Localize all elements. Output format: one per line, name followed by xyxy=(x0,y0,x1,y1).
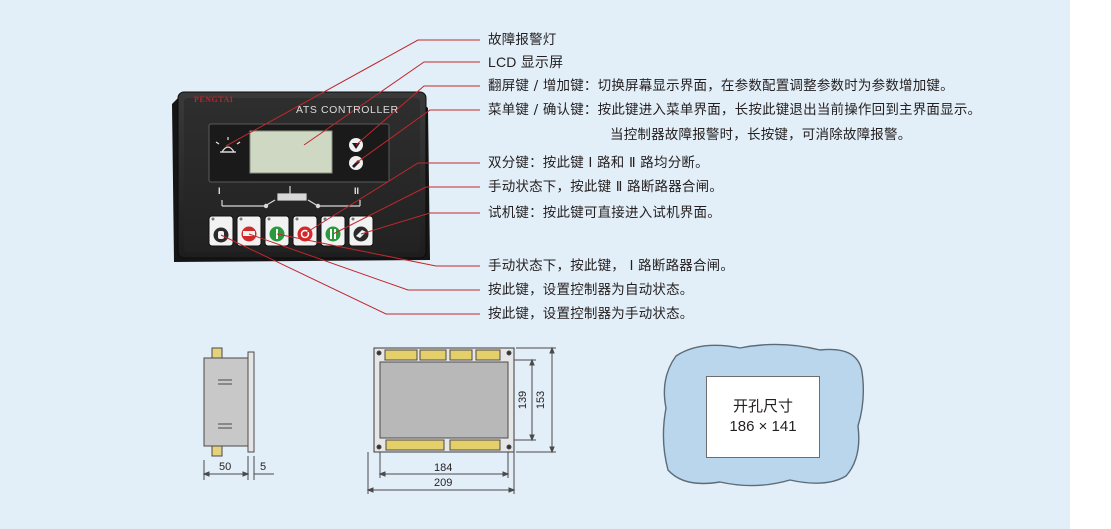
open-both-key[interactable] xyxy=(297,226,313,242)
dim-width-inner: 184 xyxy=(434,462,453,474)
cutout-label: 开孔尺寸 xyxy=(732,398,793,415)
diagram-background xyxy=(0,0,1070,529)
annotation-test-key: 试机键：按此键可直接进入试机界面。 xyxy=(488,205,721,221)
cutout-size: 186 × 141 xyxy=(729,418,797,435)
controller-label-two: II xyxy=(354,186,360,196)
controller-label-one: I xyxy=(218,186,221,196)
transfer-schematic xyxy=(221,186,361,209)
dim-side-depth: 50 xyxy=(219,461,232,473)
leader-close-two xyxy=(332,186,480,235)
leader-open-both xyxy=(303,162,480,235)
controller-brand: PENGTAI xyxy=(194,95,234,104)
leader-page-key xyxy=(355,85,480,146)
alarm-lamp-icon xyxy=(215,137,241,153)
annotation-manual: 按此键，设置控制器为手动状态。 xyxy=(488,306,694,322)
side-view-drawing xyxy=(202,347,274,480)
controller-front-panel xyxy=(172,91,430,262)
annotation-open-both: 双分键：按此键 Ⅰ 路和 Ⅱ 路均分断。 xyxy=(488,155,709,171)
annotation-page-key: 翻屏键 / 增加键：切换屏幕显示界面，在参数配置调整参数时为参数增加键。 xyxy=(488,78,954,94)
leader-alarm-lamp xyxy=(225,39,480,147)
auto-icon xyxy=(243,231,255,236)
back-view-drawing xyxy=(366,346,556,494)
roman-two-icon xyxy=(330,229,332,239)
annotation-lcd: LCD 显示屏 xyxy=(488,54,564,70)
leader-lines xyxy=(220,39,480,315)
annotation-alarm-lamp: 故障报警灯 xyxy=(488,32,557,48)
circle-o-icon xyxy=(300,229,310,239)
dim-height-outer: 153 xyxy=(535,390,548,410)
cutout-box: 开孔尺寸 186 × 141 xyxy=(706,376,820,458)
dim-height-inner: 139 xyxy=(517,390,530,410)
annotation-alarm-reset: 当控制器故障报警时，长按键，可消除故障报警。 xyxy=(610,127,912,143)
controller-title: ATS CONTROLLER xyxy=(296,104,399,116)
leader-test-key xyxy=(360,212,480,235)
annotation-auto: 按此键，设置控制器为自动状态。 xyxy=(488,282,694,298)
leader-auto xyxy=(248,233,480,291)
down-arrow-icon xyxy=(352,143,360,149)
leader-manual xyxy=(220,234,480,315)
annotation-menu-key: 菜单键 / 确认键：按此键进入菜单界面，长按此键退出当前操作回到主界面显示。 xyxy=(488,102,982,118)
annotation-close-two: 手动状态下，按此键 Ⅱ 路断路器合闸。 xyxy=(488,179,724,195)
leader-lcd xyxy=(303,61,480,146)
leader-close-one xyxy=(276,233,480,267)
leader-menu-key xyxy=(355,109,480,164)
lcd-screen xyxy=(249,130,333,174)
dim-width-outer: 209 xyxy=(434,477,453,489)
dim-side-panel: 5 xyxy=(260,461,267,473)
annotation-close-one: 手动状态下，按此键， Ⅰ 路断路器合闸。 xyxy=(488,258,735,274)
